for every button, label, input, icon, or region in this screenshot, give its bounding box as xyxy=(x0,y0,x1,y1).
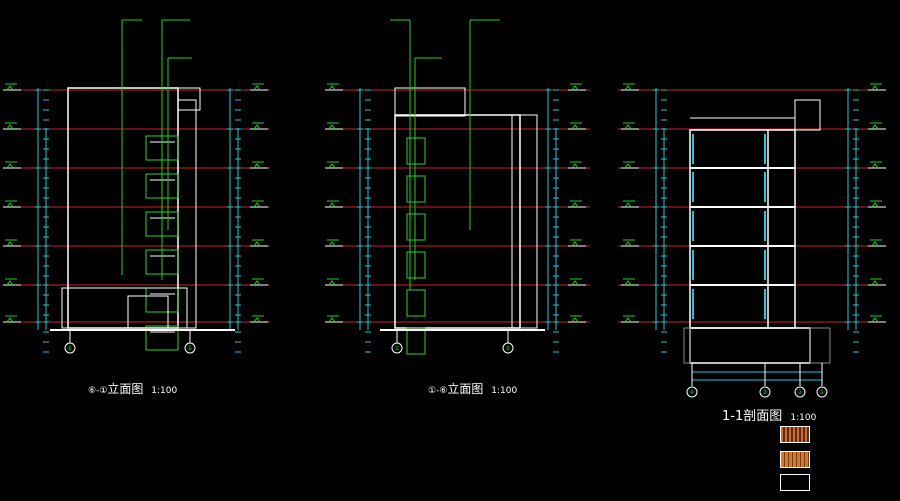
level-mark xyxy=(6,202,14,208)
level-mark xyxy=(328,163,336,169)
roof-box xyxy=(177,87,201,111)
level-mark xyxy=(571,241,579,247)
level-mark xyxy=(253,163,261,169)
section-outline xyxy=(689,129,796,329)
window xyxy=(406,289,426,317)
basement xyxy=(689,327,811,364)
axis-label: ① xyxy=(187,345,192,352)
window xyxy=(145,287,179,313)
axis-label: ⑥ xyxy=(67,345,72,352)
window xyxy=(406,213,426,241)
level-mark xyxy=(871,241,879,247)
axis-label: ③ xyxy=(762,389,767,396)
level-mark xyxy=(571,202,579,208)
title-mark: 1-1 xyxy=(722,409,744,424)
level-mark xyxy=(328,241,336,247)
level-mark xyxy=(253,124,261,130)
level-mark xyxy=(328,317,336,323)
window xyxy=(406,251,426,279)
level-mark xyxy=(871,163,879,169)
level-mark xyxy=(871,85,879,91)
level-mark xyxy=(328,124,336,130)
retaining-wall xyxy=(809,327,831,364)
level-mark xyxy=(571,163,579,169)
title-text: 立面图 xyxy=(107,382,144,396)
legend-swatch-2 xyxy=(780,451,810,468)
entrance-canopy xyxy=(61,287,188,329)
window xyxy=(406,327,426,355)
level-mark xyxy=(571,124,579,130)
level-mark xyxy=(624,163,632,169)
window xyxy=(406,137,426,165)
level-mark xyxy=(624,124,632,130)
axis-bubble xyxy=(391,342,403,354)
title-scale: 1:100 xyxy=(790,413,817,423)
level-mark xyxy=(571,280,579,286)
retaining-wall xyxy=(683,327,691,364)
legend-swatch-1 xyxy=(780,426,810,443)
level-mark xyxy=(328,85,336,91)
level-mark xyxy=(6,280,14,286)
level-mark xyxy=(6,241,14,247)
level-mark xyxy=(571,317,579,323)
level-mark xyxy=(253,85,261,91)
axis-label: ④ xyxy=(689,389,694,396)
title-text: 立面图 xyxy=(447,382,484,396)
level-mark xyxy=(328,202,336,208)
entrance-door xyxy=(127,295,169,329)
level-mark xyxy=(871,202,879,208)
level-mark xyxy=(624,317,632,323)
axis-label: ⑥ xyxy=(505,345,510,352)
section-right: ④ ③ ② ① xyxy=(618,83,886,398)
level-mark xyxy=(624,241,632,247)
level-mark xyxy=(624,280,632,286)
level-mark xyxy=(253,280,261,286)
axis-label: ② xyxy=(797,389,803,396)
window xyxy=(145,325,179,351)
level-mark xyxy=(871,317,879,323)
level-mark xyxy=(253,202,261,208)
axis-bubble xyxy=(502,342,514,354)
title-mark: ①-⑥ xyxy=(428,386,448,396)
axis-bubble xyxy=(64,342,76,354)
level-mark xyxy=(328,280,336,286)
title-elevation-left: ⑥-①立面图 1:100 xyxy=(88,380,177,397)
axis-bubble xyxy=(759,386,771,398)
level-mark xyxy=(253,241,261,247)
axis-bubble xyxy=(184,342,196,354)
level-mark xyxy=(871,124,879,130)
level-mark xyxy=(871,280,879,286)
title-section: 1-1剖面图 1:100 xyxy=(722,405,816,424)
building-wing xyxy=(511,114,538,329)
axis-bubble xyxy=(686,386,698,398)
building-outline xyxy=(394,114,521,329)
title-mark: ⑥-① xyxy=(88,386,108,396)
level-mark xyxy=(6,317,14,323)
level-mark xyxy=(571,85,579,91)
axis-label: ① xyxy=(394,345,399,352)
title-scale: 1:100 xyxy=(491,386,518,396)
legend-swatch-3 xyxy=(780,474,810,491)
level-mark xyxy=(253,317,261,323)
axis-bubble xyxy=(794,386,806,398)
level-mark xyxy=(624,85,632,91)
roof-box xyxy=(394,87,466,117)
axis-bubble xyxy=(816,386,828,398)
window xyxy=(406,175,426,203)
title-scale: 1:100 xyxy=(151,386,178,396)
level-mark xyxy=(6,163,14,169)
level-mark xyxy=(6,124,14,130)
stair-tower xyxy=(794,99,821,131)
level-mark xyxy=(624,202,632,208)
level-mark xyxy=(6,85,14,91)
title-elevation-middle: ①-⑥立面图 1:100 xyxy=(428,380,517,397)
title-text: 剖面图 xyxy=(743,409,783,424)
axis-label: ① xyxy=(819,389,824,396)
